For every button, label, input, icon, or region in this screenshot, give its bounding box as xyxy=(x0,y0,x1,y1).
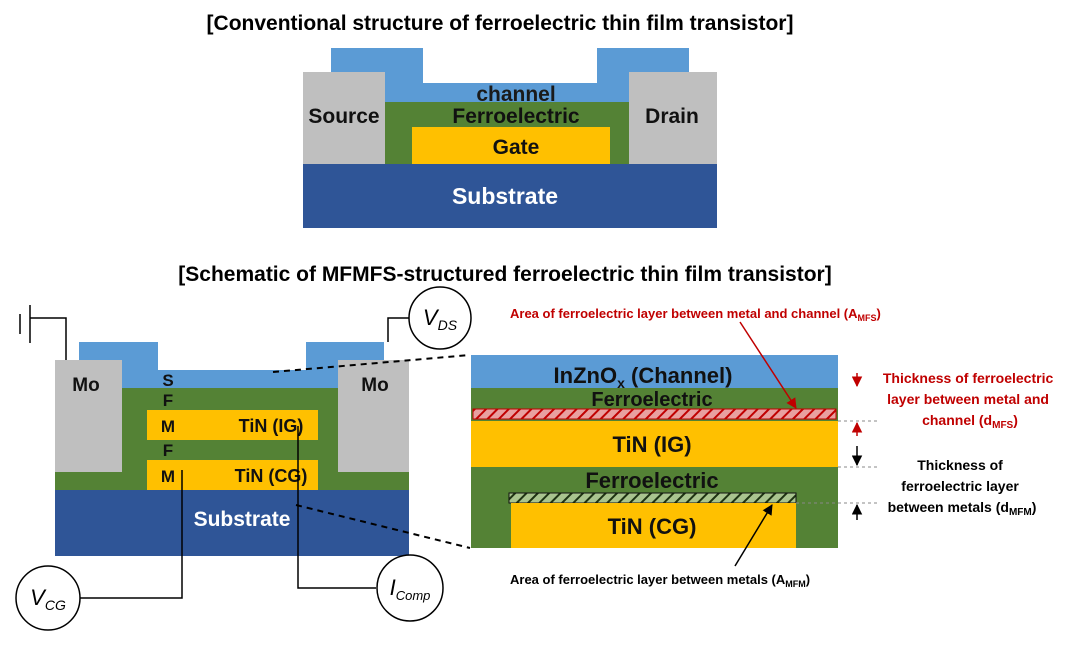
mo-left-block xyxy=(55,360,122,472)
vcg-wire xyxy=(80,470,183,599)
substrate-label-mfmfs: Substrate xyxy=(194,508,291,531)
vcg-label: VCG xyxy=(30,585,66,613)
stack-letter-f1: F xyxy=(163,391,173,410)
icomp-source: IComp xyxy=(376,554,444,622)
amfm-pointer-arrow xyxy=(734,504,773,567)
source-label: Source xyxy=(308,105,379,128)
channel-layer xyxy=(331,48,689,102)
stack-letter-m2: M xyxy=(161,467,175,486)
channel-label: channel xyxy=(476,83,555,106)
mo-left-label: Mo xyxy=(72,375,99,396)
stack-letter-m1: M xyxy=(161,417,175,436)
gate-label: Gate xyxy=(493,136,540,159)
tin-cg-block xyxy=(147,460,318,490)
tin-cg-label: TiN (CG) xyxy=(235,466,308,486)
zoom-channel-layer xyxy=(471,355,838,388)
vds-source: VDS xyxy=(408,286,472,350)
zoom-ferro-lower-label: Ferroelectric xyxy=(585,468,718,493)
drain-block xyxy=(629,72,717,164)
vds-circle xyxy=(408,286,472,350)
zoom-tin-cg-block xyxy=(511,503,796,548)
substrate-label: Substrate xyxy=(452,183,558,209)
mfm-thickness-annotation: Thickness of ferroelectric layer between… xyxy=(888,457,1037,518)
zoom-view: InZnOx (Channel) Ferroelectric TiN (IG) … xyxy=(471,355,838,548)
vcg-source: VCG xyxy=(15,565,81,631)
tin-ig-label: TiN (IG) xyxy=(239,416,304,436)
mfmfs-device: Mo Mo S F M F M TiN (IG) TiN (CG) Substr… xyxy=(55,342,409,556)
tin-ig-block xyxy=(147,410,318,440)
zoom-amfs-hatch xyxy=(472,408,837,420)
channel-layer-mfmfs xyxy=(79,342,384,388)
wiring xyxy=(19,305,409,599)
amfs-pointer-arrow xyxy=(739,321,797,409)
amfm-annotation: Area of ferroelectric layer between meta… xyxy=(510,572,810,589)
icomp-wire xyxy=(297,426,376,589)
zoom-amfm-hatch xyxy=(508,492,797,504)
icomp-circle xyxy=(376,554,444,622)
vds-label: VDS xyxy=(423,305,458,333)
stack-letter-s: S xyxy=(162,371,173,390)
icomp-label: IComp xyxy=(390,575,431,603)
mfs-thickness-annotation: Thickness of ferroelectric layer between… xyxy=(883,370,1057,431)
drain-label: Drain xyxy=(645,105,699,128)
stack-letter-f2: F xyxy=(163,441,173,460)
vcg-circle xyxy=(15,565,81,631)
zoom-channel-label: InZnOx (Channel) xyxy=(554,363,733,391)
conventional-structure: channel Ferroelectric Gate Source Drain … xyxy=(303,48,717,228)
substrate-layer-mfmfs xyxy=(55,490,409,556)
zoom-tin-ig-label: TiN (IG) xyxy=(612,432,691,457)
thickness-guides xyxy=(796,420,880,504)
zoom-guide-bottom xyxy=(295,504,471,549)
ferroelectric-label: Ferroelectric xyxy=(452,105,580,128)
vds-wire xyxy=(387,317,409,342)
zoom-tin-ig-layer xyxy=(471,421,838,467)
zoom-ferro-upper-label: Ferroelectric xyxy=(591,389,712,411)
amfs-annotation: Area of ferroelectric layer between meta… xyxy=(510,306,881,323)
bottom-title: [Schematic of MFMFS-structured ferroelec… xyxy=(178,263,831,286)
source-block xyxy=(303,72,385,164)
zoom-tin-cg-label: TiN (CG) xyxy=(608,514,697,539)
ground-wire xyxy=(30,317,67,360)
mo-right-label: Mo xyxy=(361,375,388,396)
gate-block xyxy=(412,127,610,164)
mo-right-block xyxy=(338,360,409,472)
top-title: [Conventional structure of ferroelectric… xyxy=(207,12,794,35)
substrate-layer xyxy=(303,164,717,228)
